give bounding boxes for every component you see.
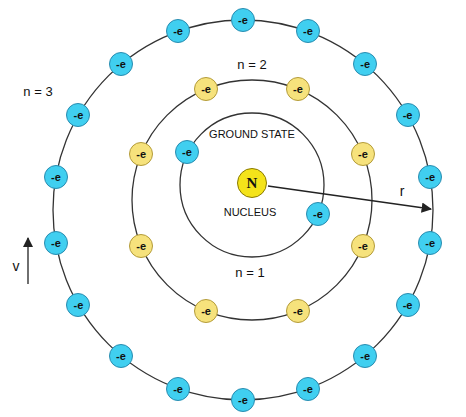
node-text: -e [74,299,84,311]
electron-n3: -e [109,52,133,76]
electron-n2: -e [351,142,375,166]
state-label: GROUND STATE [209,128,295,140]
node-text: -e [303,383,313,395]
electron-n3: -e [396,103,420,127]
electron-n3: -e [353,344,377,368]
node-text: -e [360,58,370,70]
velocity-arrow [27,238,28,284]
node-text: -e [201,83,211,95]
electron-n2: -e [194,299,218,323]
electron-n2: -e [129,234,153,258]
orbit-n1 [180,113,324,257]
node-text: -e [425,171,435,183]
node-text: -e [293,83,303,95]
node-text: -e [303,25,313,37]
shell-label: n = 2 [237,57,266,72]
node-text: -e [403,109,413,121]
electron-n3: -e [44,231,68,255]
velocity-label: v [13,258,20,274]
electron-n2: -e [351,234,375,258]
node-text: -e [425,237,435,249]
electron-n2: -e [194,77,218,101]
electron-n1: -e [175,140,199,164]
electron-n3: -e [296,19,320,43]
node-text: -e [313,208,323,220]
node-text: -e [403,299,413,311]
node-text: -e [360,350,370,362]
electron-n3: -e [166,19,190,43]
electron-n3: -e [296,377,320,401]
electron-n3: -e [166,377,190,401]
node-text: -e [51,171,61,183]
orbit-n2 [132,80,372,320]
electron-n3: -e [231,8,255,32]
node-text: -e [201,305,211,317]
electron-n3: -e [396,293,420,317]
node-text: -e [238,394,248,406]
node-text: -e [173,383,183,395]
electron-n3: -e [418,165,442,189]
radius-arrow [268,186,431,209]
electron-n3: -e [44,165,68,189]
node-text: -e [74,109,84,121]
electron-n3: -e [66,293,90,317]
node-text: -e [238,14,248,26]
node-text: -e [136,148,146,160]
node-text: -e [116,58,126,70]
radius-label: r [400,183,405,199]
electron-n2: -e [129,142,153,166]
node-text: -e [173,25,183,37]
node-text: -e [136,240,146,252]
node-text: -e [358,148,368,160]
node-text: -e [182,146,192,158]
node-text: -e [51,237,61,249]
electron-n3: -e [109,344,133,368]
orbit-n3 [53,20,433,400]
node-text: -e [293,305,303,317]
electron-n2: -e [286,299,310,323]
nucleus: N [237,168,267,198]
shell-label: n = 1 [235,265,264,280]
electron-n1: -e [306,202,330,226]
electron-n3: -e [66,103,90,127]
shell-label: n = 3 [23,84,52,99]
electron-n3: -e [353,52,377,76]
node-text: -e [116,350,126,362]
nucleus-label: NUCLEUS [224,206,277,218]
electron-n3: -e [231,388,255,412]
node-text: N [247,175,258,192]
electron-n2: -e [286,77,310,101]
node-text: -e [358,240,368,252]
electron-n3: -e [418,231,442,255]
